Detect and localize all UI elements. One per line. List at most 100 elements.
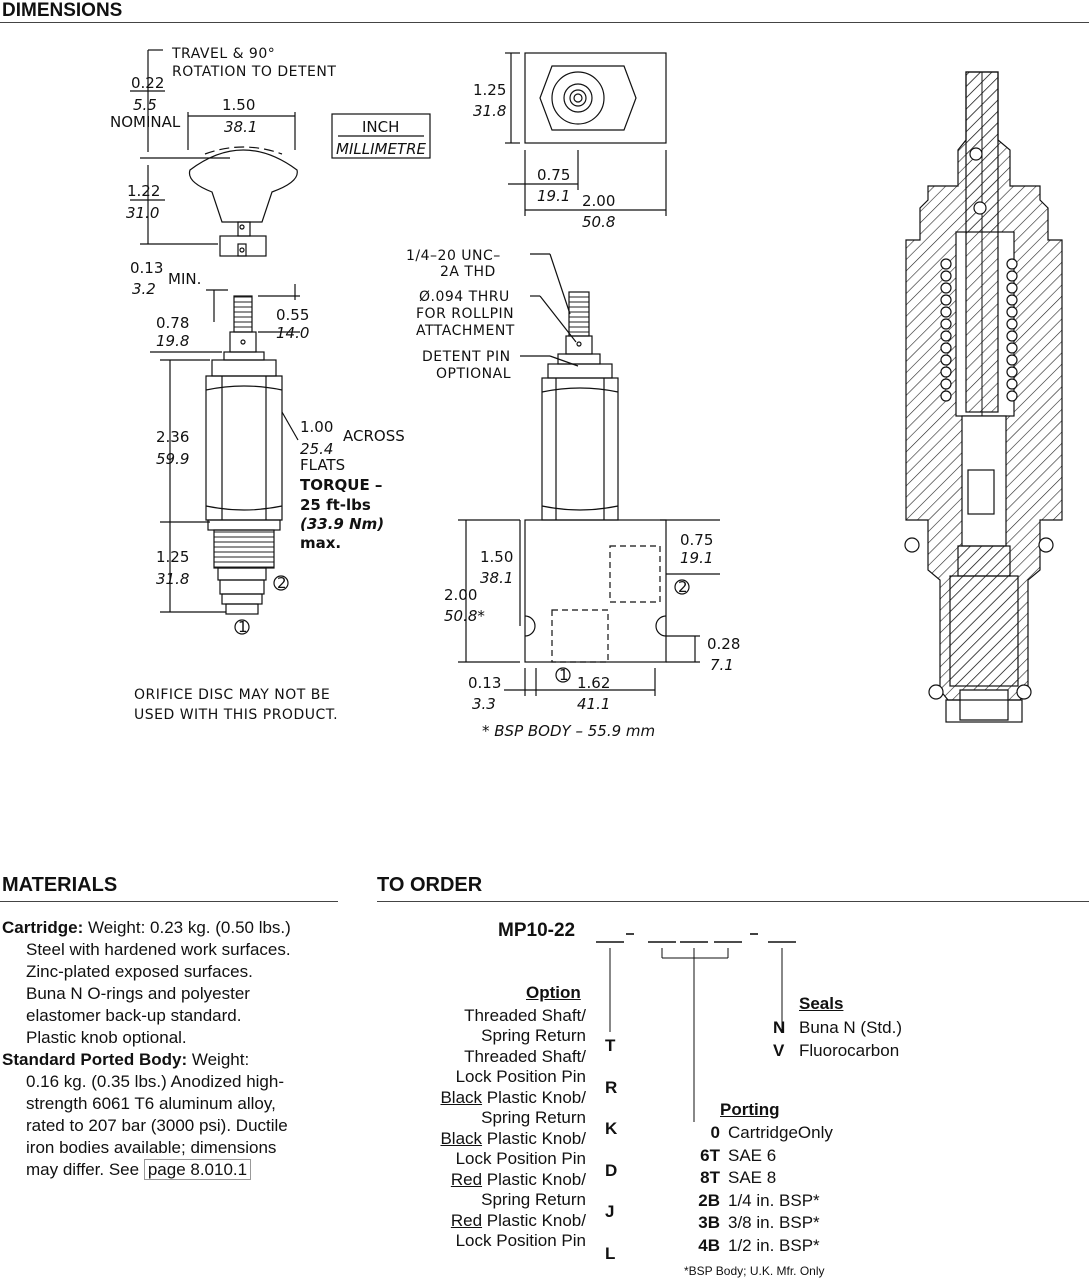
units-inch: INCH — [362, 118, 399, 136]
cart-flats: FLATS — [300, 456, 345, 474]
orifice-line2: USED WITH THIS PRODUCT. — [134, 707, 338, 723]
option-item: Threaded Shaft/Lock Position Pin — [455, 1047, 586, 1086]
detent-line1: DETENT PIN — [422, 349, 511, 365]
body-top-view — [505, 52, 667, 216]
porting-header: Porting — [720, 1100, 780, 1119]
order-code-lines — [596, 933, 796, 1122]
knob-d1-mm: 5.5 — [133, 96, 157, 114]
units-mm: MILLIMETRE — [336, 140, 427, 158]
cartridge-line: Zinc-plated exposed surfaces. — [26, 962, 253, 981]
cart-a-mm: 14.0 — [276, 324, 309, 342]
option-code: D — [605, 1160, 618, 1180]
materials-block: Cartridge: Weight: 0.23 kg. (0.50 lbs.) … — [2, 917, 342, 1181]
orifice-line1: ORIFICE DISC MAY NOT BE — [134, 687, 330, 703]
body-weight: Weight: — [191, 1050, 250, 1069]
cartridge-label: Cartridge: — [2, 918, 84, 937]
body-c-in: 0.75 — [680, 531, 713, 549]
body-e-in: 0.13 — [468, 674, 501, 692]
cart-min-in: 0.13 — [130, 259, 163, 277]
bodytop-w-in: 2.00 — [582, 192, 615, 210]
rollpin-line3: ATTACHMENT — [416, 323, 515, 339]
thread-line1: 1/4–20 UNC– — [406, 248, 501, 264]
body-last-line: may differ. See — [26, 1160, 140, 1179]
cart-d-in: 1.25 — [156, 548, 189, 566]
knob-d3-in: 1.22 — [127, 182, 160, 200]
cart-b-mm: 19.8 — [156, 332, 189, 350]
bodytop-a-mm: 19.1 — [537, 187, 570, 205]
knob-view — [130, 49, 298, 257]
materials-rule — [0, 901, 338, 902]
header-rule — [0, 22, 1089, 23]
cart-across: ACROSS — [343, 427, 405, 445]
option-item: Black Plastic Knob/Spring Return — [440, 1088, 586, 1127]
cartridge-line: Steel with hardened work surfaces. — [26, 940, 291, 959]
dimensions-title: DIMENSIONS — [2, 0, 123, 21]
cart-torque3: (33.9 Nm) — [300, 515, 384, 533]
bodytop-a-in: 0.75 — [537, 166, 570, 184]
body-label: Standard Ported Body: — [2, 1050, 188, 1069]
cartridge-weight: Weight: 0.23 kg. (0.50 lbs.) — [87, 918, 291, 937]
units-legend-box — [331, 113, 431, 159]
body-a-mm: 38.1 — [480, 569, 513, 587]
option-item: Black Plastic Knob/Lock Position Pin — [440, 1129, 586, 1168]
body-b-in: 2.00 — [444, 586, 477, 604]
knob-travel: TRAVEL & 90° — [171, 46, 275, 62]
cart-flats-mm: 25.4 — [300, 440, 333, 458]
option-item: Red Plastic Knob/Lock Position Pin — [450, 1211, 586, 1250]
cart-torque2: 25 ft-lbs — [300, 496, 371, 514]
knob-rotation: ROTATION TO DETENT — [172, 64, 336, 80]
bsp-note: * BSP BODY – 55.9 mm — [482, 722, 655, 740]
cart-min-mm: 3.2 — [132, 280, 156, 298]
body-b-mm: 50.8* — [444, 607, 485, 625]
detent-line2: OPTIONAL — [436, 366, 511, 382]
order-rule — [377, 901, 1089, 902]
cart-torque4: max. — [300, 534, 341, 552]
knob-dim-text: TRAVEL & 90° ROTATION TO DETENT 0.22 5.5… — [110, 46, 336, 222]
knob-d2-mm: 38.1 — [224, 118, 257, 136]
body-e-mm: 3.3 — [472, 695, 496, 713]
order-title: TO ORDER — [377, 874, 483, 896]
cartridge-line: Plastic knob optional. — [26, 1028, 187, 1047]
body-a-in: 1.50 — [480, 548, 513, 566]
cartridge-line: Buna N O-rings and polyester — [26, 984, 250, 1003]
bodytop-w-mm: 50.8 — [582, 213, 615, 231]
cart-c-in: 2.36 — [156, 428, 189, 446]
knob-d3-mm: 31.0 — [126, 204, 159, 222]
option-codes: T R K D J L — [605, 1025, 617, 1274]
body-f-in: 1.62 — [577, 674, 610, 692]
model-number: MP10-22 — [498, 920, 576, 941]
dimension-drawing: TRAVEL & 90° ROTATION TO DETENT 0.22 5.5… — [110, 46, 1063, 740]
cross-section-view — [904, 71, 1063, 723]
option-item: Red Plastic Knob/Spring Return — [450, 1170, 586, 1209]
option-list: Threaded Shaft/Spring Return Threaded Sh… — [400, 1006, 586, 1250]
option-code: L — [605, 1243, 616, 1263]
body-port1: 1 — [559, 666, 569, 684]
page-link[interactable]: page 8.010.1 — [143, 1159, 252, 1180]
option-header: Option — [526, 983, 581, 1002]
body-side-view — [458, 253, 720, 696]
materials-title: MATERIALS — [2, 874, 118, 896]
option-code: T — [605, 1036, 616, 1055]
knob-d1-in: 0.22 — [131, 74, 164, 92]
body-d-in: 0.28 — [707, 635, 740, 653]
cart-d-mm: 31.8 — [156, 570, 189, 588]
cart-port2: 2 — [277, 574, 287, 592]
option-code: J — [605, 1202, 615, 1221]
cart-c-mm: 59.9 — [156, 450, 189, 468]
bodytop-h-in: 1.25 — [473, 81, 506, 99]
cart-torque1: TORQUE – — [300, 476, 382, 494]
cart-b-in: 0.78 — [156, 314, 189, 332]
body-c-mm: 19.1 — [680, 549, 713, 567]
knob-d1-note: NOMINAL — [110, 113, 181, 131]
body-line: iron bodies available; dimensions — [26, 1138, 277, 1157]
body-d-mm: 7.1 — [710, 656, 734, 674]
option-code: K — [605, 1119, 618, 1138]
body-line: strength 6061 T6 aluminum alloy, — [26, 1094, 276, 1113]
body-f-mm: 41.1 — [577, 695, 610, 713]
